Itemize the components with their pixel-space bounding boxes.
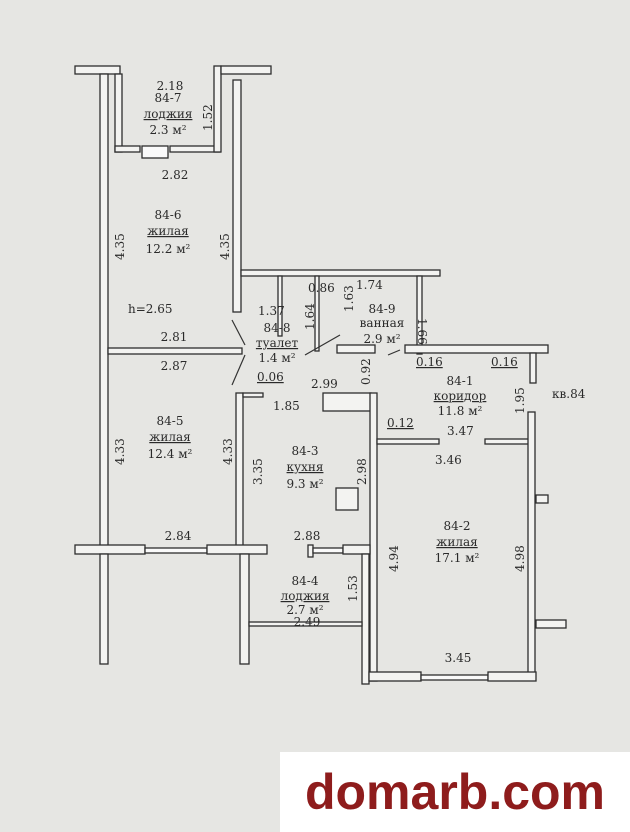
svg-text:2.88: 2.88 bbox=[294, 529, 321, 543]
svg-text:1.64: 1.64 bbox=[303, 303, 317, 330]
svg-text:0.12: 0.12 bbox=[387, 416, 414, 430]
svg-text:4.94: 4.94 bbox=[387, 545, 401, 572]
svg-text:2.49: 2.49 bbox=[294, 615, 321, 629]
svg-text:4.98: 4.98 bbox=[513, 545, 527, 572]
svg-text:коридор: коридор bbox=[434, 389, 487, 403]
svg-text:1.95: 1.95 bbox=[513, 387, 527, 414]
svg-text:3.46: 3.46 bbox=[435, 453, 462, 467]
svg-text:3.35: 3.35 bbox=[251, 458, 265, 485]
svg-text:84-6: 84-6 bbox=[155, 208, 182, 222]
svg-text:2.7 м²: 2.7 м² bbox=[286, 603, 323, 617]
svg-text:1.53: 1.53 bbox=[346, 575, 360, 602]
svg-text:жилая: жилая bbox=[436, 535, 477, 549]
apartment-label: кв.84 bbox=[552, 387, 586, 401]
svg-text:84-8: 84-8 bbox=[264, 321, 291, 335]
svg-text:кухня: кухня bbox=[287, 460, 324, 474]
svg-text:0.16: 0.16 bbox=[491, 355, 518, 369]
svg-text:2.9 м²: 2.9 м² bbox=[363, 332, 400, 346]
walls bbox=[74, 65, 567, 685]
svg-text:ванная: ванная bbox=[360, 316, 405, 330]
svg-text:1.66: 1.66 bbox=[415, 318, 429, 345]
svg-text:12.2 м²: 12.2 м² bbox=[146, 242, 191, 256]
room-labels: 84-7 лоджия 2.3 м² 84-6 жилая 12.2 м² 84… bbox=[144, 91, 586, 617]
svg-text:4.35: 4.35 bbox=[218, 233, 232, 260]
svg-text:1.85: 1.85 bbox=[273, 399, 300, 413]
svg-text:9.3 м²: 9.3 м² bbox=[286, 477, 323, 491]
svg-text:h=2.65: h=2.65 bbox=[128, 302, 173, 316]
svg-text:4.33: 4.33 bbox=[221, 438, 235, 465]
svg-text:лоджия: лоджия bbox=[144, 107, 193, 121]
svg-text:84-2: 84-2 bbox=[444, 519, 471, 533]
svg-text:84-7: 84-7 bbox=[155, 91, 182, 105]
svg-text:84-4: 84-4 bbox=[292, 574, 319, 588]
svg-text:17.1 м²: 17.1 м² bbox=[435, 551, 480, 565]
watermark-text: domarb.com bbox=[304, 764, 606, 820]
svg-text:2.84: 2.84 bbox=[165, 529, 192, 543]
svg-text:11.8 м²: 11.8 м² bbox=[438, 404, 483, 418]
svg-text:2.82: 2.82 bbox=[162, 168, 189, 182]
svg-text:84-1: 84-1 bbox=[447, 374, 474, 388]
svg-text:жилая: жилая bbox=[149, 430, 190, 444]
svg-text:2.3 м²: 2.3 м² bbox=[149, 123, 186, 137]
svg-text:84-3: 84-3 bbox=[292, 444, 319, 458]
svg-text:туалет: туалет bbox=[256, 336, 299, 350]
svg-text:0.16: 0.16 bbox=[416, 355, 443, 369]
svg-text:2.99: 2.99 bbox=[311, 377, 338, 391]
svg-text:2.81: 2.81 bbox=[161, 330, 188, 344]
watermark: domarb.com bbox=[280, 752, 630, 832]
svg-text:2.87: 2.87 bbox=[161, 359, 188, 373]
svg-text:1.4 м²: 1.4 м² bbox=[258, 351, 295, 365]
svg-text:1.52: 1.52 bbox=[201, 104, 215, 131]
svg-text:3.45: 3.45 bbox=[445, 651, 472, 665]
dimensions: 2.18 1.52 2.82 4.35 4.35 h=2.65 0.86 1.7… bbox=[113, 79, 527, 665]
svg-text:лоджия: лоджия bbox=[281, 589, 330, 603]
svg-text:0.06: 0.06 bbox=[257, 370, 284, 384]
svg-text:0.92: 0.92 bbox=[359, 358, 373, 385]
svg-text:2.98: 2.98 bbox=[355, 458, 369, 485]
svg-text:12.4 м²: 12.4 м² bbox=[148, 447, 193, 461]
svg-text:84-9: 84-9 bbox=[369, 302, 396, 316]
svg-text:3.47: 3.47 bbox=[447, 424, 474, 438]
svg-text:1.74: 1.74 bbox=[356, 278, 383, 292]
svg-text:жилая: жилая bbox=[147, 224, 188, 238]
svg-text:4.35: 4.35 bbox=[113, 233, 127, 260]
svg-text:1.63: 1.63 bbox=[342, 285, 356, 312]
svg-text:1.37: 1.37 bbox=[258, 304, 285, 318]
svg-text:4.33: 4.33 bbox=[113, 438, 127, 465]
svg-text:84-5: 84-5 bbox=[157, 414, 184, 428]
svg-text:0.86: 0.86 bbox=[308, 281, 335, 295]
svg-text:2.18: 2.18 bbox=[157, 79, 184, 93]
